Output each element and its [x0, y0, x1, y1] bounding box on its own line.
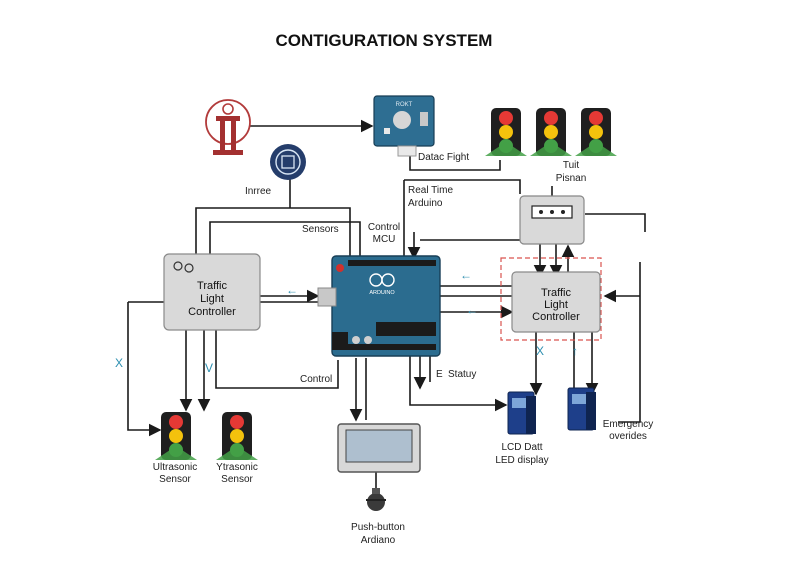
real-time-label-2: Arduino — [408, 198, 443, 209]
tuit-label-1: Tuit — [563, 160, 580, 171]
status-prefix-label: E — [436, 369, 443, 380]
arrow-mark-3: ← — [466, 303, 478, 317]
left-controller-line-1: Traffic — [197, 280, 227, 292]
traffic-light-bottom-1 — [155, 412, 197, 460]
right-controller-line-3: Controller — [532, 311, 580, 323]
diagram-title: CONTIGURATION SYSTEM — [276, 31, 493, 50]
control-mcu-label-1: Control — [368, 222, 400, 233]
right-controller-line-2: Light — [544, 299, 568, 311]
right-controller-line-1: Traffic — [541, 287, 571, 299]
inrree-label: Inrree — [245, 186, 272, 197]
sensor-module-top: ROKT — [373, 95, 435, 157]
left-controller-line-3: Controller — [188, 306, 236, 318]
teal-v-left: V — [205, 361, 213, 375]
tuit-label-2: Pisnan — [556, 173, 587, 184]
arrow-mark-2: ← — [460, 268, 472, 282]
emergency-label-2: overides — [609, 431, 647, 442]
wires — [127, 119, 646, 490]
ultrasonic-1-label-2: Sensor — [159, 474, 191, 485]
emergency-label-1: Emergency — [603, 419, 654, 430]
arrow-mark-1: ← — [286, 283, 298, 297]
lcd-remote-unit — [507, 391, 536, 435]
datac-fight-label: Datac Fight — [418, 152, 469, 163]
lcd-label-1: LCD Datt — [501, 442, 542, 453]
right-traffic-light-controller: Traffic Light Controller — [500, 257, 602, 341]
traffic-light-top-1 — [485, 108, 527, 156]
status-label: Statuy — [448, 369, 476, 380]
lcd-display — [337, 423, 421, 473]
pushbutton-label-2: Ardiano — [361, 535, 396, 546]
teal-x-right: X — [536, 344, 544, 358]
pushbutton-label-1: Push-button — [351, 522, 405, 533]
left-traffic-light-controller: Traffic Light Controller — [163, 253, 261, 331]
inrree-badge-icon — [270, 144, 306, 180]
traffic-light-top-3 — [575, 108, 617, 156]
ultrasonic-2-label-2: Sensor — [221, 474, 253, 485]
control-mcu-label-2: MCU — [373, 234, 396, 245]
teal-x-left: X — [115, 356, 123, 370]
gate-figure-icon — [205, 99, 251, 155]
ultrasonic-1-label-1: Ultrasonic — [153, 462, 197, 473]
real-time-label-1: Real Time — [408, 185, 453, 196]
control-label: Control — [300, 374, 332, 385]
traffic-light-bottom-2 — [216, 412, 258, 460]
push-button-icon — [366, 488, 386, 511]
emergency-remote-unit — [567, 387, 596, 431]
sensors-label: Sensors — [302, 224, 339, 235]
sensor-chip-label: ROKT — [396, 102, 413, 108]
lcd-label-2: LED display — [495, 455, 548, 466]
left-controller-line-2: Light — [200, 293, 224, 305]
relay-module — [519, 195, 585, 245]
arduino-brand-label: ARDUINO — [369, 290, 395, 296]
teal-v-right: ↑ — [572, 344, 578, 358]
ultrasonic-2-label-1: Ytrasonic — [216, 462, 258, 473]
traffic-light-top-2 — [530, 108, 572, 156]
arduino-board: ARDUINO — [317, 255, 441, 357]
